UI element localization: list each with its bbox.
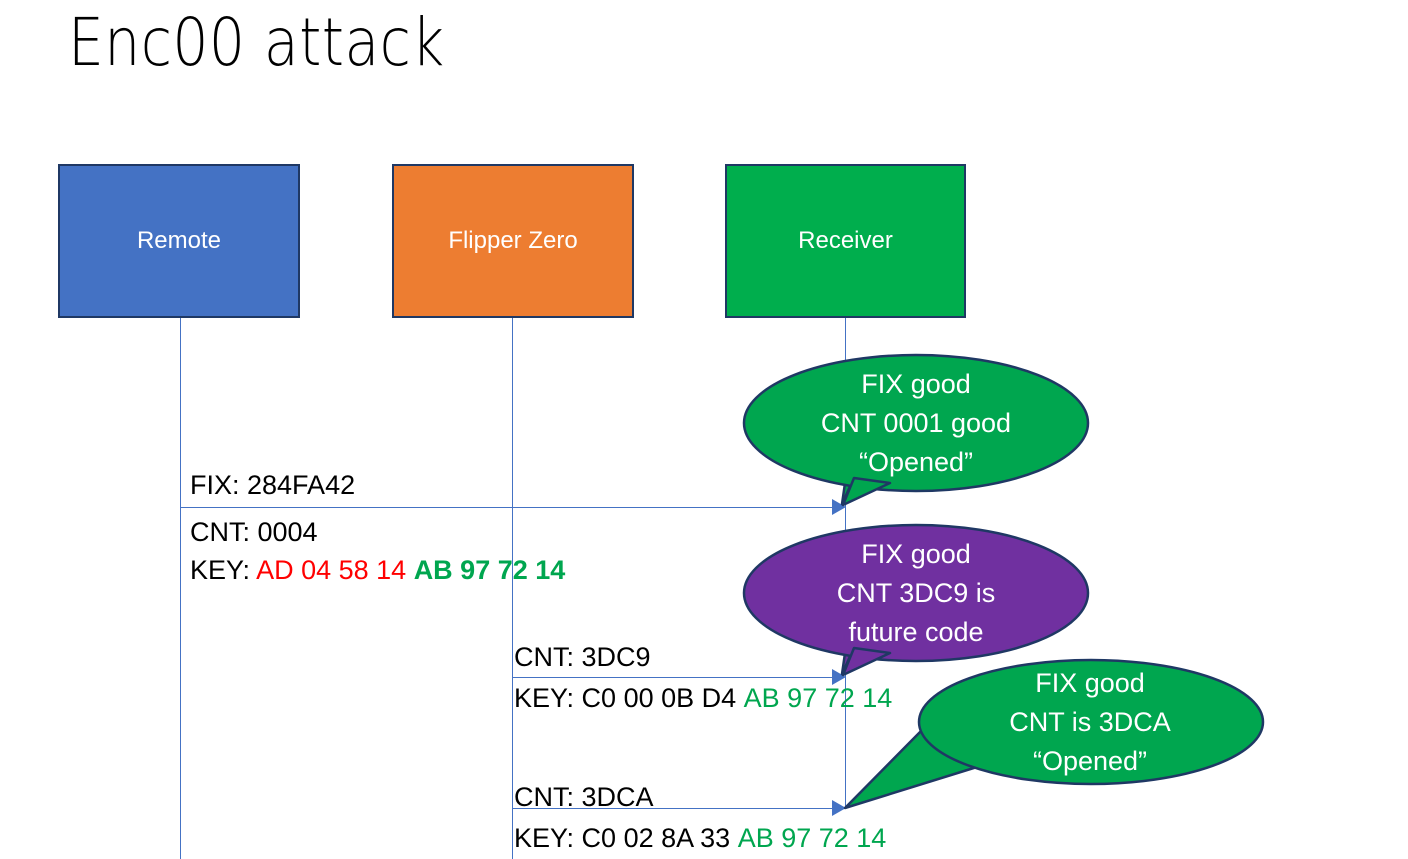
message-2-key-green: AB 97 72 14 bbox=[743, 683, 893, 713]
actor-box-receiver[interactable]: Receiver bbox=[725, 164, 966, 318]
actor-label-remote: Remote bbox=[136, 227, 222, 254]
callout-bubble-3[interactable]: FIX good CNT is 3DCA “Opened” bbox=[843, 657, 1265, 812]
actor-box-flipper-zero[interactable]: Flipper Zero bbox=[392, 164, 634, 318]
callout-1-shape-icon bbox=[742, 353, 1090, 507]
message-3-key-prefix: KEY: bbox=[514, 823, 582, 853]
message-1-key-label: KEY: AD 04 58 14 AB 97 72 14 bbox=[190, 551, 565, 589]
message-1-key-red: AD 04 58 14 bbox=[256, 555, 407, 585]
message-3-key-black: C0 02 8A 33 bbox=[581, 823, 731, 853]
lifeline-remote bbox=[180, 318, 181, 859]
page-title: Enc00 attack bbox=[68, 4, 445, 81]
message-2-key-black: C0 00 0B D4 bbox=[581, 683, 737, 713]
message-3-key-label: KEY: C0 02 8A 33 AB 97 72 14 bbox=[514, 819, 886, 857]
message-3-key-space bbox=[730, 823, 738, 853]
message-arrow-2 bbox=[512, 677, 834, 678]
callout-bubble-2[interactable]: FIX good CNT 3DC9 is future code bbox=[742, 518, 1090, 680]
message-2-cnt-label: CNT: 3DC9 bbox=[514, 642, 651, 672]
callout-bubble-1[interactable]: FIX good CNT 0001 good “Opened” bbox=[742, 348, 1090, 510]
message-1-key-green: AB 97 72 14 bbox=[413, 555, 566, 585]
message-2-key-label: KEY: C0 00 0B D4 AB 97 72 14 bbox=[514, 679, 892, 717]
message-2-key-space bbox=[736, 683, 744, 713]
lifeline-flipper-zero bbox=[512, 318, 513, 859]
callout-2-shape-icon bbox=[742, 523, 1090, 677]
message-3-key-green: AB 97 72 14 bbox=[737, 823, 887, 853]
actor-label-flipper-zero: Flipper Zero bbox=[448, 227, 578, 254]
message-1-key-prefix: KEY: bbox=[190, 555, 257, 585]
message-1-key-space bbox=[406, 555, 414, 585]
message-2-key-prefix: KEY: bbox=[514, 683, 582, 713]
message-1-cnt-label: CNT: 0004 bbox=[190, 517, 318, 547]
message-arrow-1 bbox=[180, 507, 834, 508]
message-1-fix-label: FIX: 284FA42 bbox=[190, 470, 356, 500]
actor-label-receiver: Receiver bbox=[798, 227, 893, 254]
message-arrow-3 bbox=[512, 808, 834, 809]
message-3-cnt-label: CNT: 3DCA bbox=[514, 782, 654, 812]
message-arrowhead-3-icon bbox=[832, 800, 846, 816]
callout-3-shape-icon bbox=[843, 658, 1265, 810]
actor-box-remote[interactable]: Remote bbox=[58, 164, 300, 318]
